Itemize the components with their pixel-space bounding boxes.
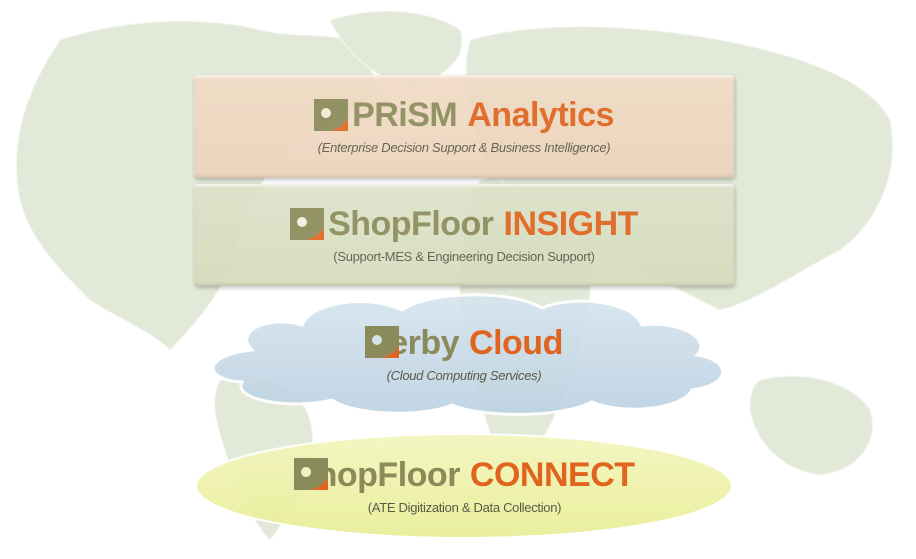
derby-cloud-subtitle: (Cloud Computing Services) — [386, 367, 542, 383]
derby-cloud-layer: Derby Cloud (Cloud Computing Services) — [192, 290, 736, 418]
shopfloor-connect-layer: ShopFloor CONNECT (ATE Digitization & Da… — [192, 430, 737, 542]
prism-analytics-title: PRiSM Analytics — [314, 98, 614, 132]
company-logo-icon — [314, 99, 349, 131]
title-product: INSIGHT — [503, 204, 639, 243]
title-product: Cloud — [469, 323, 563, 362]
company-logo-icon — [290, 207, 325, 240]
shopfloor-insight-subtitle: (Support-MES & Engineering Decision Supp… — [333, 248, 595, 264]
title-product: CONNECT — [469, 455, 635, 494]
ellipse-shape — [195, 433, 733, 539]
prism-analytics-subtitle: (Enterprise Decision Support & Business … — [317, 140, 611, 155]
derby-cloud-title: Derby Cloud — [365, 323, 563, 362]
title-brand: ShopFloor — [328, 204, 494, 243]
cloud-shape — [211, 293, 725, 416]
shopfloor-insight-layer: ShopFloor INSIGHT (Support-MES & Enginee… — [194, 184, 734, 286]
title-brand: PRiSM — [352, 96, 458, 134]
company-logo-icon — [294, 457, 329, 490]
title-product: Analytics — [467, 96, 614, 134]
shopfloor-connect-title: ShopFloor CONNECT — [294, 455, 635, 494]
company-logo-icon — [365, 325, 400, 358]
shopfloor-insight-title: ShopFloor INSIGHT — [290, 207, 638, 241]
prism-analytics-layer: PRiSM Analytics (Enterprise Decision Sup… — [194, 75, 734, 178]
shopfloor-connect-subtitle: (ATE Digitization & Data Collection) — [367, 499, 562, 515]
